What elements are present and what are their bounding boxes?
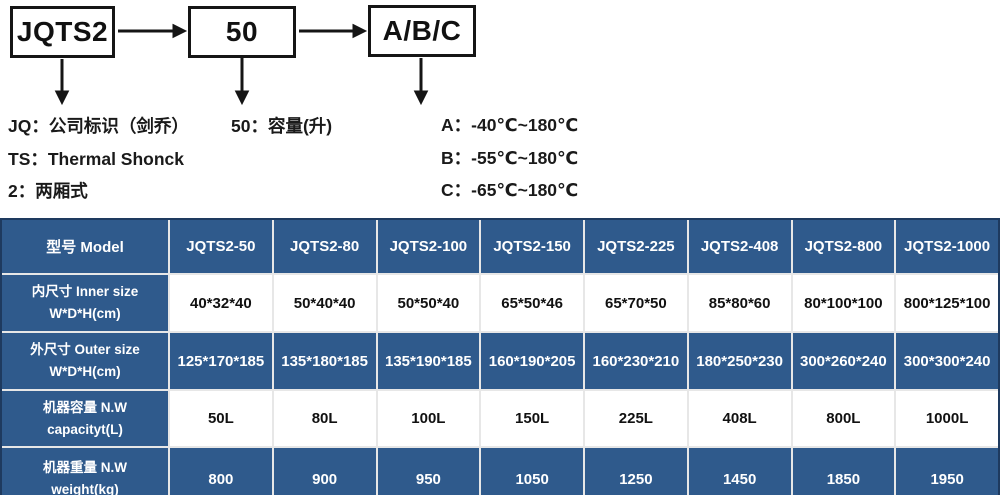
spec-value-cell: 65*70*50 xyxy=(585,275,687,331)
arrow-right-icon xyxy=(118,23,188,39)
spec-value-cell: 160*230*210 xyxy=(585,333,687,389)
spec-value-cell: 50*50*40 xyxy=(377,275,480,331)
spec-value-cell: 1000L xyxy=(896,391,998,446)
spec-value-cell: 50*40*40 xyxy=(273,275,376,331)
table-row-label: 机器重量 N.W weight(kg) xyxy=(2,448,168,495)
legend-brand-meaning: JQ：公司标识（剑乔） xyxy=(8,116,189,136)
spec-value-cell: 1450 xyxy=(688,448,791,495)
table-header-model-column: JQTS2-50 xyxy=(170,220,272,273)
legend-2-meaning: 2：两厢式 xyxy=(8,181,88,201)
spec-value-cell: 225L xyxy=(585,391,687,446)
legend-grade-c-range: C：-65℃~180℃ xyxy=(441,180,579,200)
row-label-line2: W*D*H(cm) xyxy=(49,306,121,321)
table-header-model-column: JQTS2-800 xyxy=(792,220,895,273)
spec-value-cell: 1850 xyxy=(792,448,895,495)
table-header-model-column: JQTS2-225 xyxy=(585,220,687,273)
spec-value-cell: 1950 xyxy=(896,448,998,495)
flow-box-temp-grade-code: A/B/C xyxy=(368,5,476,57)
spec-value-cell: 300*300*240 xyxy=(896,333,998,389)
row-label-line2: capacityt(L) xyxy=(47,421,123,437)
spec-value-cell: 65*50*46 xyxy=(481,275,583,331)
row-label-line2: weight(kg) xyxy=(51,482,119,495)
spec-value-cell: 100L xyxy=(377,391,480,446)
spec-value-cell: 180*250*230 xyxy=(688,333,791,389)
row-label-line2: W*D*H(cm) xyxy=(49,364,121,379)
legend-grade-a-range: A：-40℃~180℃ xyxy=(441,115,579,135)
arrow-down-icon xyxy=(234,58,250,106)
table-row-label: 机器容量 N.W capacityt(L) xyxy=(2,391,168,446)
row-label-line1: 机器重量 N.W xyxy=(43,460,127,476)
table-header-model: 型号 Model xyxy=(2,220,168,273)
spec-value-cell: 135*190*185 xyxy=(377,333,480,389)
legend-grade-b-range: B：-55℃~180℃ xyxy=(441,148,579,168)
spec-value-cell: 80*100*100 xyxy=(792,275,895,331)
spec-value-cell: 80L xyxy=(273,391,376,446)
flow-box-capacity-code: 50 xyxy=(188,6,296,58)
spec-value-cell: 1050 xyxy=(481,448,583,495)
table-header-model-column: JQTS2-80 xyxy=(273,220,376,273)
arrow-down-icon xyxy=(54,59,70,106)
spec-value-cell: 800*125*100 xyxy=(896,275,998,331)
arrow-right-icon xyxy=(299,23,368,39)
table-header-model-column: JQTS2-150 xyxy=(481,220,583,273)
spec-value-cell: 800L xyxy=(792,391,895,446)
spec-value-cell: 408L xyxy=(688,391,791,446)
spec-value-cell: 300*260*240 xyxy=(792,333,895,389)
table-header-model-column: JQTS2-1000 xyxy=(896,220,998,273)
spec-value-cell: 135*180*185 xyxy=(273,333,376,389)
spec-value-cell: 40*32*40 xyxy=(170,275,272,331)
flow-box-brand-code: JQTS2 xyxy=(10,6,115,58)
legend-ts-meaning: TS：Thermal Shonck xyxy=(8,149,185,169)
spec-value-cell: 125*170*185 xyxy=(170,333,272,389)
legend-capacity-meaning: 50：容量(升) xyxy=(231,116,333,136)
spec-value-cell: 50L xyxy=(170,391,272,446)
row-label-line1: 外尺寸 Outer size xyxy=(30,342,140,358)
table-header-model-column: JQTS2-100 xyxy=(377,220,480,273)
arrow-down-icon xyxy=(413,58,429,106)
spec-value-cell: 950 xyxy=(377,448,480,495)
spec-value-cell: 160*190*205 xyxy=(481,333,583,389)
table-header-model-column: JQTS2-408 xyxy=(688,220,791,273)
row-label-line1: 内尺寸 Inner size xyxy=(31,284,139,300)
spec-value-cell: 800 xyxy=(170,448,272,495)
spec-value-cell: 1250 xyxy=(585,448,687,495)
spec-value-cell: 900 xyxy=(273,448,376,495)
spec-value-cell: 150L xyxy=(481,391,583,446)
spec-value-cell: 85*80*60 xyxy=(688,275,791,331)
row-label-line1: 机器容量 N.W xyxy=(43,399,127,415)
